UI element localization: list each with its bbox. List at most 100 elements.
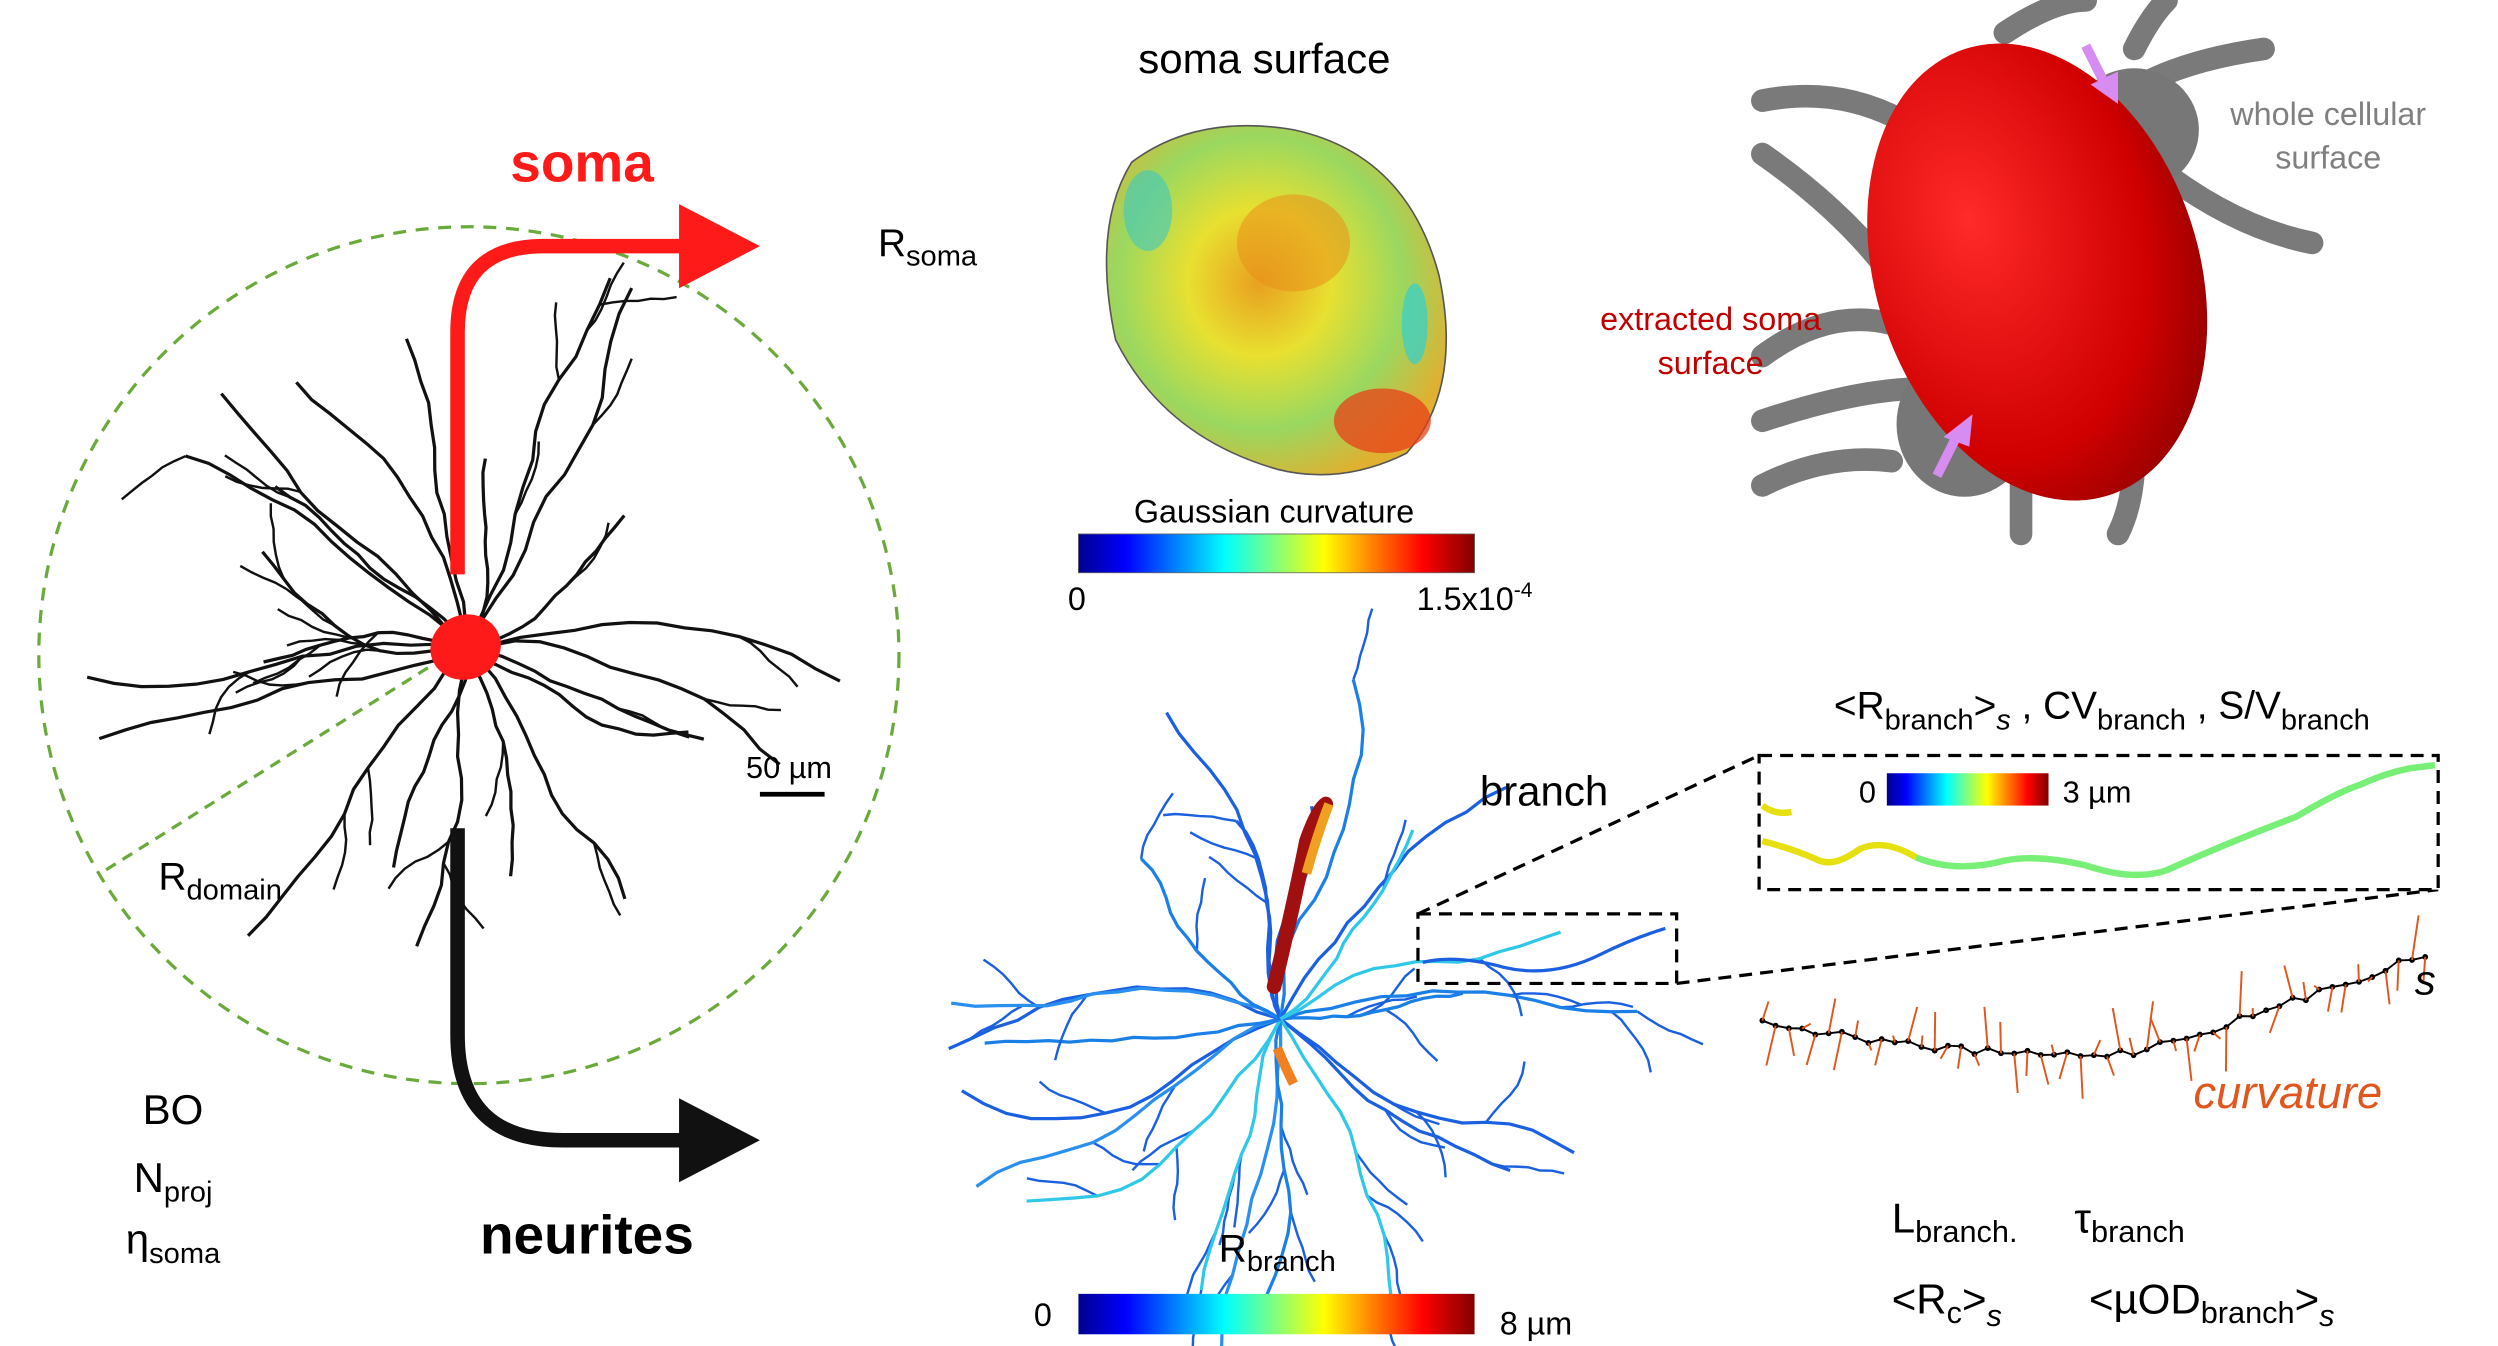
branch-centerline xyxy=(1761,955,2426,1058)
dendrite-branch xyxy=(391,646,470,868)
metric-l-branch: Lbranch. xyxy=(1892,1194,2018,1249)
r-soma-label: Rsoma xyxy=(878,222,978,273)
soma-arrow-head xyxy=(679,204,760,289)
dendrite-sub-branch xyxy=(592,842,622,916)
domain-circle xyxy=(37,225,901,1086)
sample-point xyxy=(1931,1047,1938,1054)
apical-trunk xyxy=(1266,796,1334,994)
dendrite-branch xyxy=(1026,1018,1282,1203)
dendrite-branch xyxy=(1280,989,1638,1021)
dendrite-sub-branch xyxy=(1352,608,1374,681)
metric-eta-soma: ηsoma xyxy=(126,1215,221,1270)
dendrite-sub-branch xyxy=(1346,995,1418,1018)
curvature-label: curvature xyxy=(2193,1067,2382,1118)
curvature-vector xyxy=(1920,1035,1924,1048)
dendrite-branch xyxy=(975,1017,1281,1188)
dendrite-branch xyxy=(984,1017,1281,1045)
dendrite-branch xyxy=(415,647,468,947)
sample-point xyxy=(1958,1043,1965,1050)
curvature-vector xyxy=(2013,1053,2019,1094)
sample-point xyxy=(2382,967,2389,974)
dendrite-sub-branch xyxy=(1142,1084,1177,1152)
dendrite-sub-branch xyxy=(1053,994,1089,1061)
cell-3d-render xyxy=(1751,0,2324,546)
dendrite-branch xyxy=(98,645,467,741)
curvature-vector xyxy=(1874,1038,1883,1066)
dendrite-sub-branch xyxy=(335,631,379,697)
soma-arrow xyxy=(450,238,688,575)
inset-branch-yellow xyxy=(1760,802,1918,866)
dendrite-sub-branch xyxy=(387,840,450,890)
dendrite-branch xyxy=(950,986,1282,1021)
curvature-vector xyxy=(2149,1017,2161,1043)
dendrite-branch xyxy=(274,485,468,648)
curvature-vector xyxy=(2172,1040,2178,1052)
dendrite-branch xyxy=(261,550,466,656)
dendrite-sub-branch xyxy=(1189,831,1259,861)
radius-colorbar-max: 8 µm xyxy=(1500,1305,1573,1341)
sample-point xyxy=(2143,1046,2150,1053)
dendrite-branch xyxy=(961,1017,1282,1121)
r-domain-label: Rdomain xyxy=(158,856,281,907)
soma-label: soma xyxy=(510,131,654,193)
dendrite-branch xyxy=(464,277,612,648)
dendrite-sub-branch xyxy=(1279,1125,1309,1196)
curvature-vector xyxy=(2145,1001,2154,1050)
gaussian-colorbar-max: 1.5x10-4 xyxy=(1417,579,1533,617)
dendrite-sub-branch xyxy=(1172,1146,1180,1221)
dendrite-branch xyxy=(1280,991,1464,1021)
dendrite-sub-branch xyxy=(1026,1177,1099,1198)
dendrite-branch xyxy=(1279,786,1507,1020)
curvature-vector xyxy=(1832,1031,1843,1071)
curvature-vector xyxy=(1939,1045,1949,1060)
dendrite-branch xyxy=(1140,857,1282,1021)
gaussian-colorbar xyxy=(1078,533,1475,574)
dendrite-branch xyxy=(295,381,468,648)
dendrite-branch xyxy=(220,392,467,649)
radius-colorbar xyxy=(1078,1293,1475,1335)
dendrite-sub-branch xyxy=(235,655,304,694)
dendrite-branch xyxy=(465,645,705,741)
curvature-vector xyxy=(2396,960,2400,991)
curvature-vector xyxy=(1805,1034,1817,1066)
curvature-vector xyxy=(2128,1037,2135,1056)
curvature-vector xyxy=(2092,1039,2102,1056)
neurites-label: neurites xyxy=(480,1203,694,1265)
dendrite-sub-branch xyxy=(1247,1169,1286,1234)
dendrite-sub-branch xyxy=(1131,1129,1195,1172)
curvature-vector xyxy=(2058,1051,2069,1080)
dendrite-sub-branch xyxy=(239,564,309,606)
dendrite-sub-branch xyxy=(1195,877,1207,951)
curvature-vector xyxy=(2326,986,2334,1012)
curvature-vector xyxy=(2340,984,2347,1013)
curvature-vector xyxy=(1999,1021,2002,1054)
dendrite-sub-branch xyxy=(1184,1230,1218,1299)
dendrite-branch xyxy=(1278,679,1365,1020)
dendrite-sub-branch xyxy=(224,454,291,499)
pink-arrow-top xyxy=(2081,43,2110,87)
sample-point xyxy=(2051,1051,2057,1058)
soma-warmspot xyxy=(1236,194,1351,292)
pink-arrow-bottom-head xyxy=(1943,414,1973,447)
dendrite-sub-branch xyxy=(982,958,1040,1009)
dendrite-sub-branch xyxy=(1208,855,1268,904)
dendrite-sub-branch xyxy=(277,608,350,640)
curvature-vector xyxy=(2357,964,2360,982)
dendrite-branch xyxy=(1279,1017,1575,1155)
curvature-vector xyxy=(1787,1028,1796,1057)
curvature-vector xyxy=(2313,984,2320,991)
curvature-vector xyxy=(2268,1005,2281,1034)
neurites-arrow-head xyxy=(679,1098,760,1183)
curvature-vector xyxy=(2050,1044,2055,1055)
curvature-vector xyxy=(1867,1042,1873,1051)
radius-colorbar-min: 0 xyxy=(1034,1297,1052,1333)
gaussian-colorbar-title: Gaussian curvature xyxy=(1134,494,1414,530)
curvature-vector xyxy=(2111,1007,2122,1051)
dendrite-sub-branch xyxy=(286,637,364,647)
dendrite-sub-branch xyxy=(1366,1194,1424,1243)
selected-branch xyxy=(1422,926,1666,973)
dendrite-branch xyxy=(1279,1017,1511,1173)
branch-label: branch xyxy=(1480,768,1608,815)
curvature-vector xyxy=(2422,956,2427,984)
dendrite-sub-branch xyxy=(514,441,540,515)
